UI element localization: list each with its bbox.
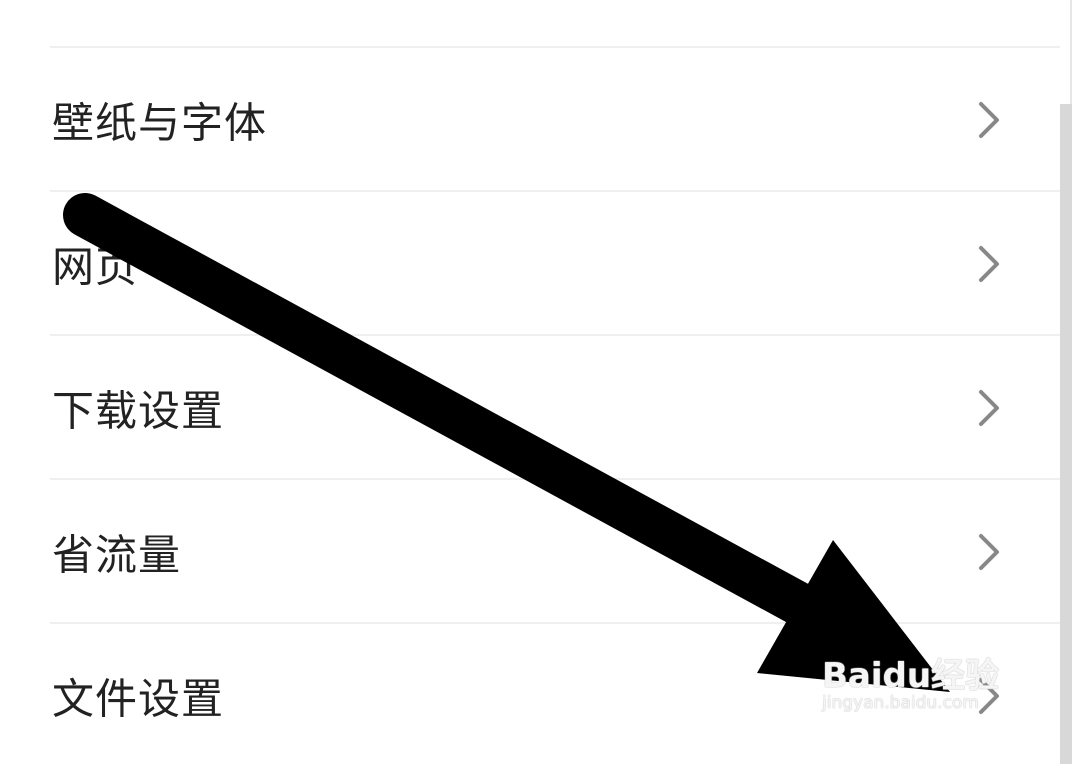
settings-item-label: 下载设置	[52, 386, 225, 436]
settings-item-label: 壁纸与字体	[52, 98, 268, 148]
chevron-right-icon	[979, 534, 999, 570]
watermark-url: jingyan.baidu.com	[822, 693, 979, 713]
settings-item-label: 省流量	[52, 530, 182, 580]
settings-item-label: 文件设置	[52, 674, 225, 724]
chevron-right-icon	[979, 390, 999, 426]
watermark: Baidu经验 jingyan.baidu.com	[822, 648, 999, 713]
settings-item-file[interactable]: 文件设置	[0, 625, 1060, 767]
scrollbar-thumb[interactable]	[1060, 104, 1072, 764]
settings-item-data-saver[interactable]: 省流量	[0, 481, 1060, 623]
chevron-right-icon	[979, 678, 999, 714]
watermark-brand: Baidu经验	[822, 656, 1000, 696]
settings-item-wallpaper-font[interactable]: 壁纸与字体	[0, 49, 1060, 191]
settings-item-download[interactable]: 下载设置	[0, 337, 1060, 479]
chevron-right-icon	[979, 246, 999, 282]
divider	[50, 622, 1060, 624]
chevron-right-icon	[979, 102, 999, 138]
divider	[50, 334, 1060, 336]
divider	[50, 46, 1060, 48]
divider	[50, 190, 1060, 192]
